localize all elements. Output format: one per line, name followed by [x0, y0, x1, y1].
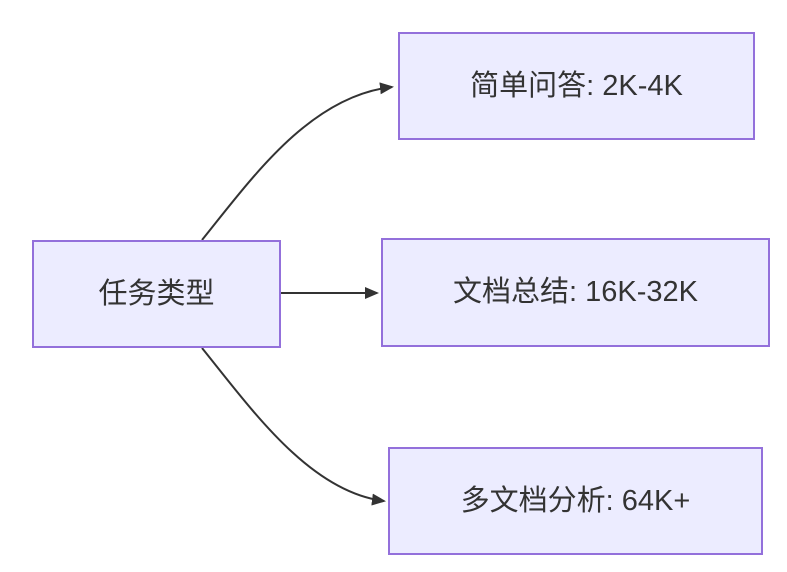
node-simple-qa-label: 简单问答: 2K-4K — [470, 69, 683, 102]
edge-task-type-to-multi-doc-analysis — [201, 347, 386, 506]
edge-task-type-to-simple-qa — [201, 82, 394, 241]
node-multi-doc-analysis: 多文档分析: 64K+ — [388, 447, 763, 555]
node-doc-summary: 文档总结: 16K-32K — [381, 238, 770, 347]
node-task-type-label: 任务类型 — [98, 277, 215, 310]
node-multi-doc-analysis-label: 多文档分析: 64K+ — [460, 484, 691, 517]
node-doc-summary-label: 文档总结: 16K-32K — [453, 276, 698, 309]
node-task-type: 任务类型 — [32, 240, 281, 348]
node-simple-qa: 简单问答: 2K-4K — [398, 32, 755, 140]
